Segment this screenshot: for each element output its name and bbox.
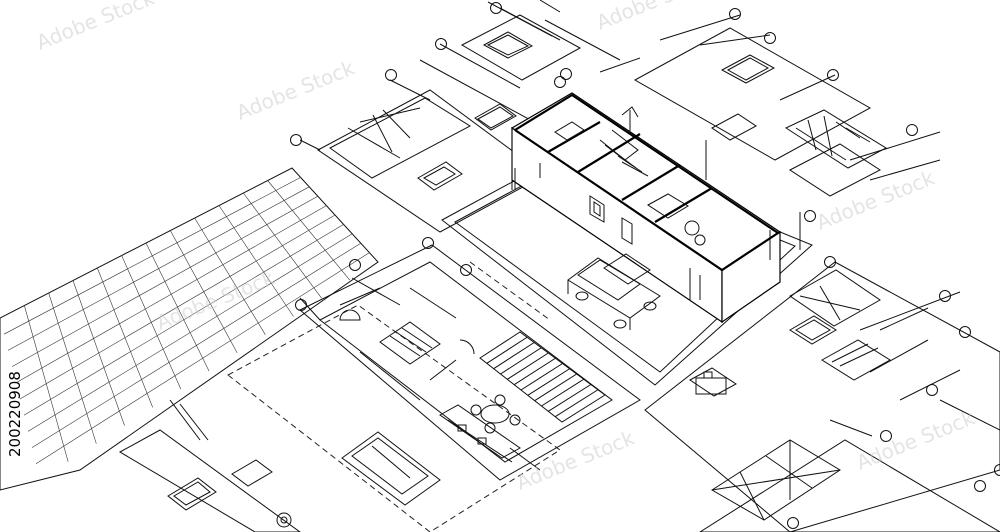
grid-plane — [0, 167, 379, 491]
grid-bubble — [560, 68, 572, 80]
grid-bubbles — [290, 2, 1000, 529]
grid-line — [19, 214, 336, 400]
grid-bubble — [824, 256, 836, 268]
watermark-text: Adobe Stock — [233, 55, 358, 124]
stair-tread — [520, 363, 563, 391]
stair-tread — [500, 347, 542, 375]
plan-module-bottom-left — [118, 399, 301, 532]
stair-tread — [507, 352, 549, 380]
plan-module-top — [460, 0, 621, 81]
grid-bubble — [959, 326, 971, 338]
stair-tread — [548, 384, 592, 412]
grid-bubble — [435, 38, 447, 50]
watermark-text: Adobe Stock — [593, 0, 718, 35]
grid-bubble — [385, 69, 397, 81]
watermark-text: Adobe Stock — [33, 0, 158, 55]
grid-bubble — [880, 430, 892, 442]
grid-bubble — [729, 8, 741, 20]
grid-line — [11, 195, 318, 367]
grid-line — [3, 177, 301, 335]
grid-line — [35, 252, 370, 465]
car-sketch-center — [567, 253, 661, 330]
grid-line — [23, 224, 344, 416]
stair-tread — [527, 368, 570, 396]
grid-bubble — [349, 259, 361, 271]
grid-bubble — [926, 384, 938, 396]
plan-module-bottom-center — [227, 244, 641, 532]
grid-bubble — [827, 69, 839, 81]
grid-bubble — [994, 464, 1000, 476]
stair-tread — [534, 373, 577, 402]
grid-bubble — [295, 299, 307, 311]
grid-line — [7, 186, 310, 351]
grid-line — [31, 242, 361, 448]
stair-tread — [554, 389, 599, 418]
plan-module-top-left — [299, 1, 561, 233]
grid-bubble — [939, 290, 951, 302]
stair-tread — [541, 378, 585, 407]
grid-bubble — [906, 124, 918, 136]
stock-id-label: 200220908 — [6, 371, 24, 457]
watermark-text: Adobe Stock — [813, 165, 938, 234]
grid-bubble — [290, 134, 302, 146]
watermark-text: Adobe Stock — [853, 405, 978, 474]
stair-tread — [513, 357, 556, 386]
plan-module-right — [644, 261, 1000, 532]
stair-tread — [486, 336, 528, 364]
grid-bubble — [974, 480, 986, 492]
plan-module-top-right — [599, 14, 941, 197]
house-3d-model — [441, 92, 813, 386]
grid-bubble — [554, 76, 566, 88]
watermark-text: Adobe Stock — [513, 425, 638, 494]
grid-line — [15, 205, 327, 384]
grid-bubble — [460, 264, 472, 276]
grid-line — [27, 233, 353, 432]
stair-tread — [493, 342, 535, 370]
grid-bubble — [490, 2, 502, 14]
grid-bubble — [804, 210, 816, 222]
grid-bubble — [764, 32, 776, 44]
grid-bubble — [787, 517, 799, 529]
grid-bubble — [422, 237, 434, 249]
stock-id-text: 200220908 — [6, 371, 24, 457]
